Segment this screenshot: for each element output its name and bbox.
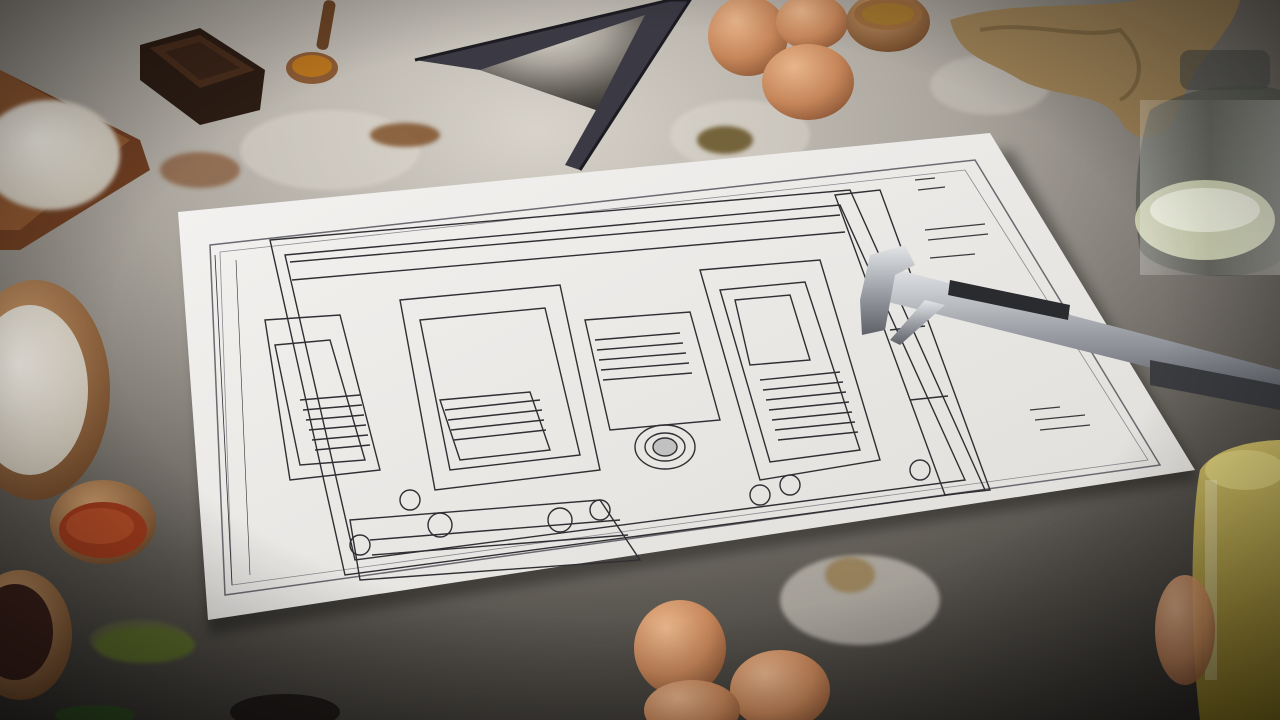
scene-illustration [0, 0, 1280, 720]
vignette [0, 0, 1280, 720]
photo-scene [0, 0, 1280, 720]
